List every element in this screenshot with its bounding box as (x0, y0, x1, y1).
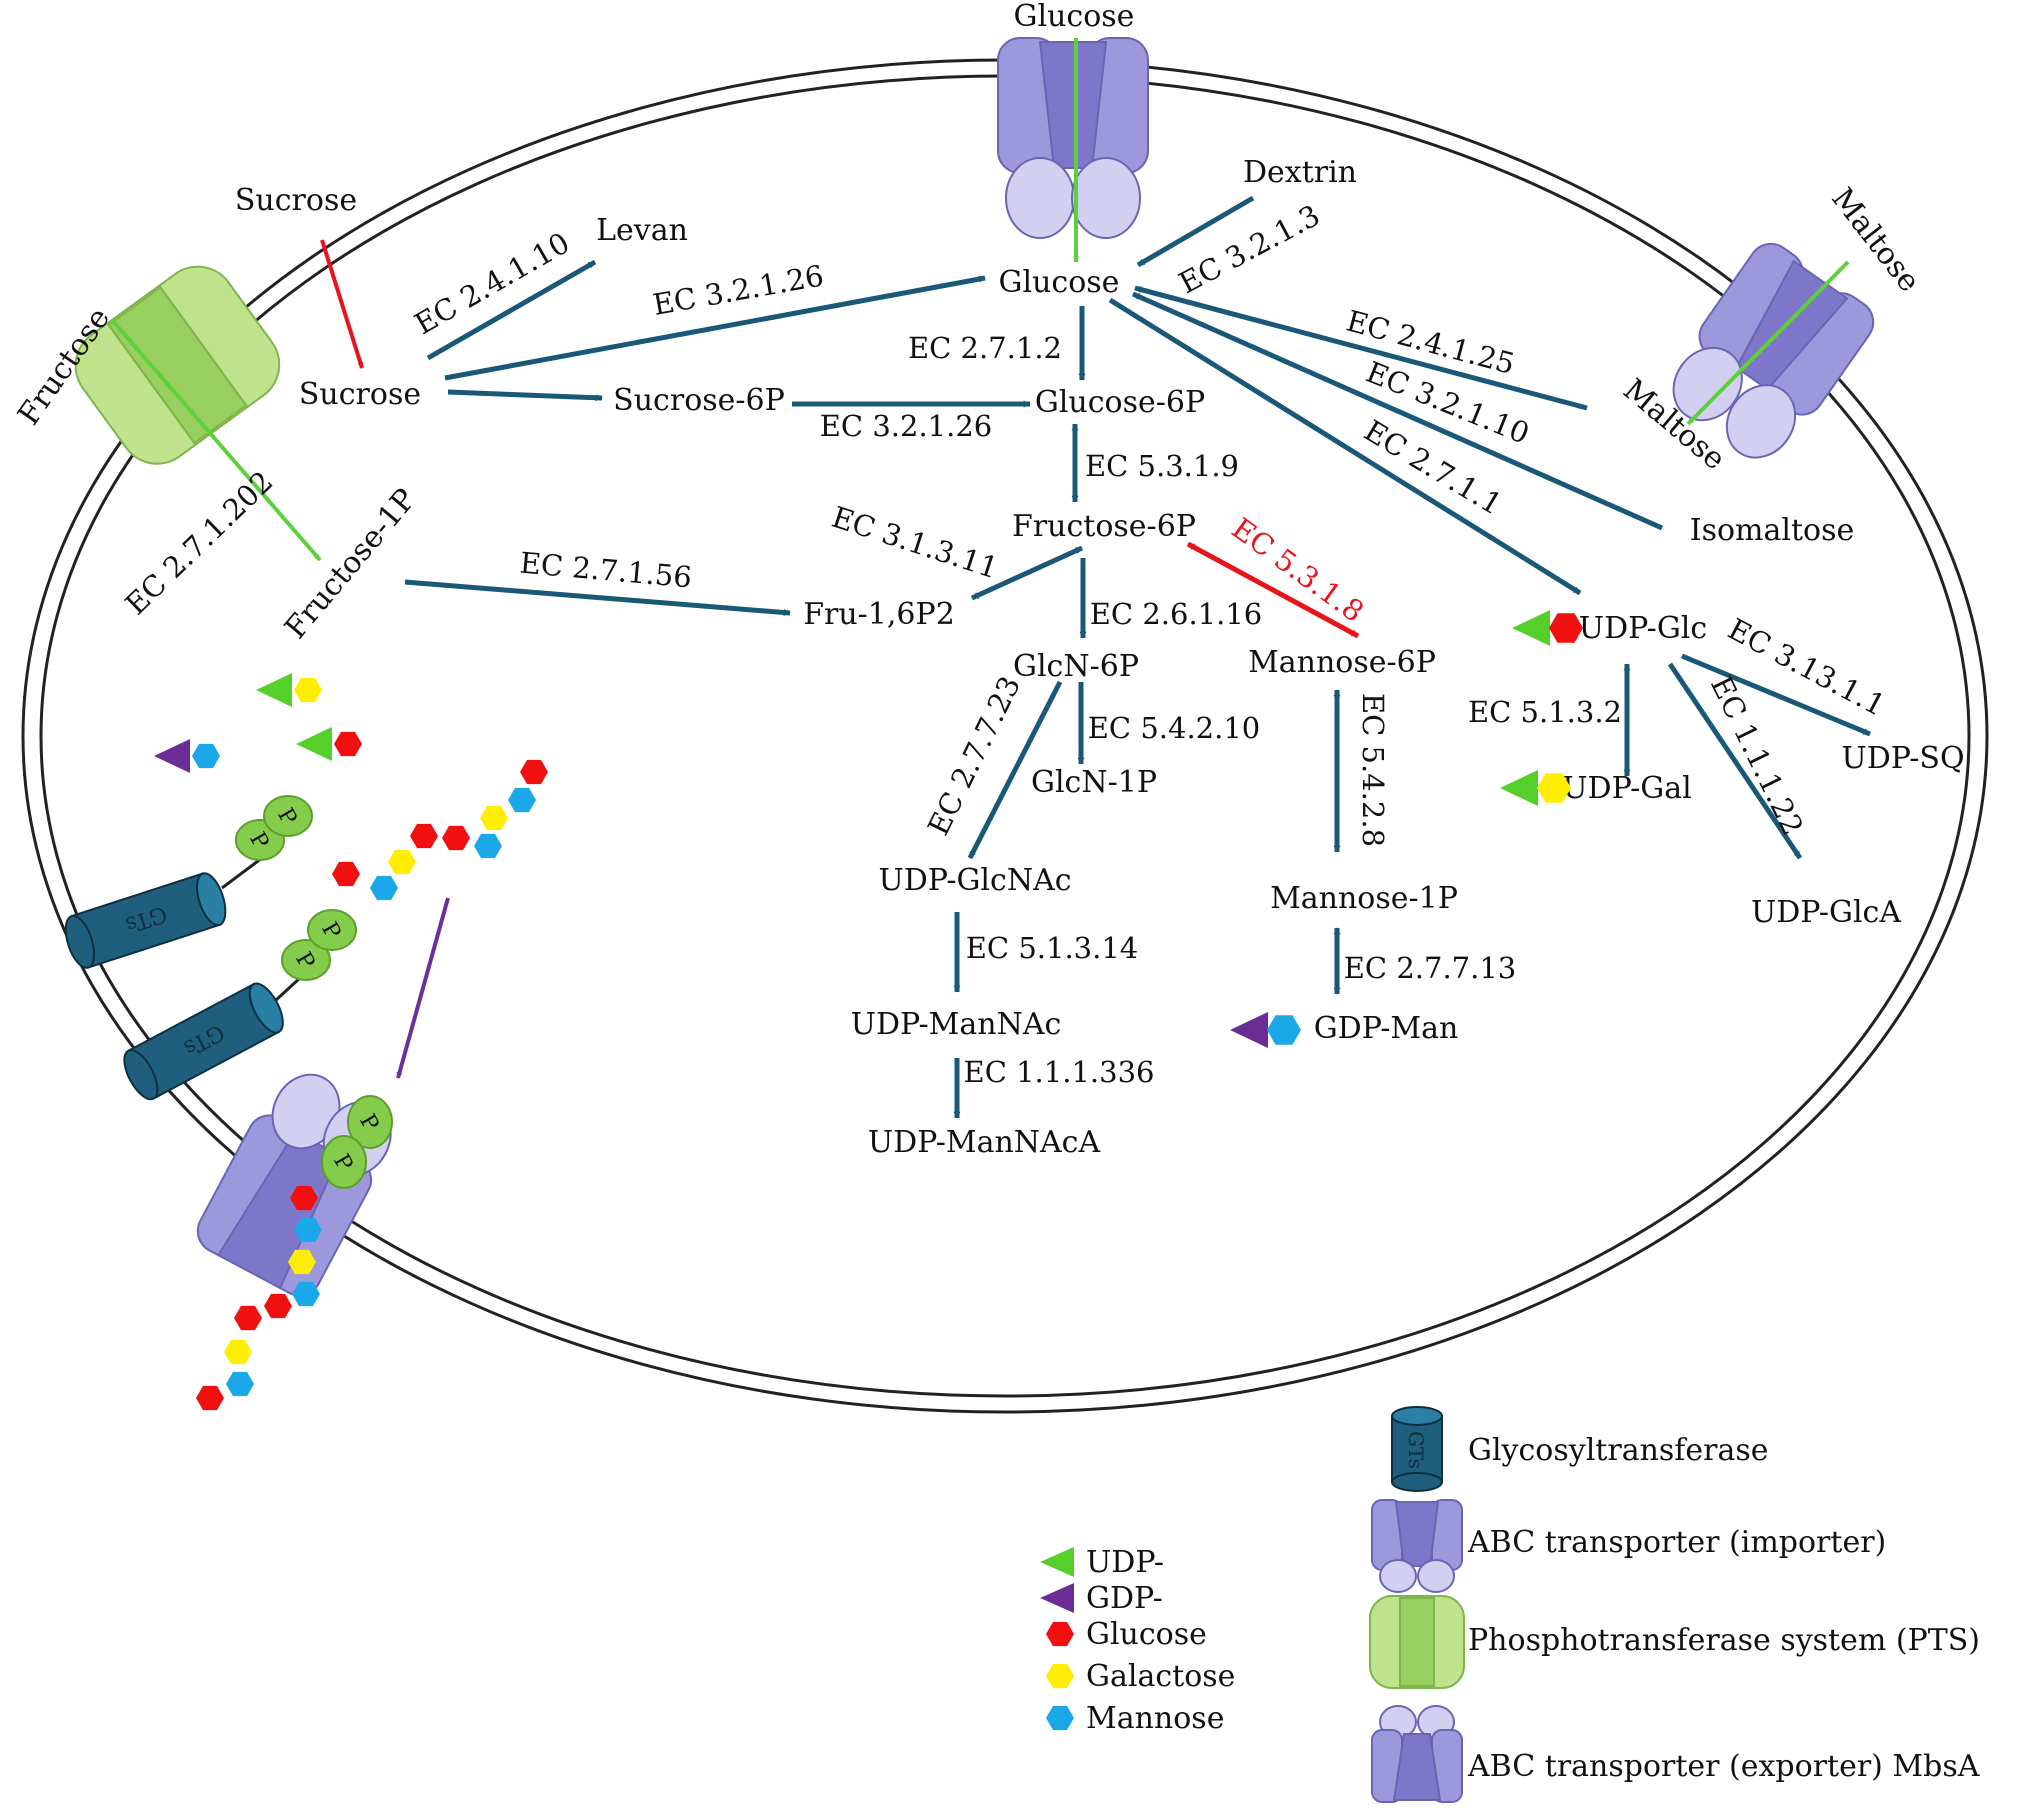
ec-5-1-3-14: EC 5.1.3.14 (966, 931, 1139, 965)
label-maltose-outside: Maltose (1824, 182, 1926, 299)
arrow-sucrose-levan (426, 259, 597, 361)
arrow-udpglc-udpglca (1667, 662, 1803, 860)
legend-udp: UDP- (1086, 1545, 1164, 1580)
label-mannose-6p: Mannose-6P (1248, 645, 1436, 680)
ec-3-2-1-3: EC 3.2.1.3 (1173, 198, 1325, 300)
abc-importer-glucose-icon (997, 37, 1149, 239)
label-levan: Levan (596, 213, 688, 248)
udp-glucose-glyph (1512, 610, 1583, 646)
ec-5-4-2-10: EC 5.4.2.10 (1088, 711, 1261, 745)
arrow-fructose1p-fru16p2 (404, 579, 791, 616)
label-udp-glca: UDP-GlcA (1751, 895, 1901, 930)
legend-pts: Phosphotransferase system (PTS) (1468, 1623, 1980, 1658)
legend-abc-importer: ABC transporter (importer) (1467, 1525, 1886, 1560)
label-udp-sq: UDP-SQ (1841, 741, 1964, 776)
glycosyltransferase-lower: GTs P P (123, 759, 548, 1101)
abc-exporter-legend-icon (1371, 1705, 1463, 1803)
ec-2-7-1-56: EC 2.7.1.56 (518, 546, 693, 595)
free-gdp-mannose (154, 739, 220, 773)
gdp-legend-icon (1040, 1583, 1074, 1613)
arrow-glucose-udpglc (1108, 297, 1582, 596)
ec-3-1-3-11: EC 3.1.3.11 (828, 500, 1003, 586)
glucose-legend-icon (1046, 1621, 1074, 1647)
free-udp-galactose (256, 673, 322, 707)
ec-2-7-7-13: EC 2.7.7.13 (1344, 951, 1517, 985)
arrow-fructose6p-fru16p2 (970, 545, 1084, 601)
pts-legend-icon (1369, 1595, 1465, 1689)
ec-2-6-1-16: EC 2.6.1.16 (1090, 597, 1263, 631)
glycosyltransferase-legend-icon: GTs (1391, 1406, 1443, 1492)
label-fru-16p2: Fru-1,6P2 (803, 597, 955, 632)
legend-abc-exporter: ABC transporter (exporter) MbsA (1467, 1749, 1980, 1784)
ec-5-1-3-2: EC 5.1.3.2 (1468, 695, 1622, 729)
label-glcn-6p: GlcN-6P (1013, 649, 1139, 684)
legend-gdp: GDP- (1086, 1581, 1163, 1616)
glycosyltransferase-upper: GTs P P (64, 795, 313, 969)
maltose-import-arrow (1686, 260, 1850, 426)
label-udp-gal: UDP-Gal (1562, 771, 1691, 806)
phosphate-icon (321, 1135, 367, 1189)
mannose-legend-icon (1046, 1705, 1074, 1731)
legend-glucose: Glucose (1086, 1617, 1207, 1652)
arrow-glcn6p-udpglcnac (967, 680, 1063, 860)
label-fructose-6p: Fructose-6P (1012, 509, 1196, 544)
label-glucose-outside: Glucose (1014, 0, 1135, 34)
legend-galactose: Galactose (1086, 1659, 1235, 1694)
arrow-isomaltose-glucose (1131, 291, 1664, 531)
label-glcn-1p: GlcN-1P (1031, 765, 1157, 800)
abc-exporter-mbsa-icon: P P (196, 1073, 393, 1411)
legend-glycosyltransferase: Glycosyltransferase (1468, 1433, 1769, 1468)
label-sucrose-6p: Sucrose-6P (613, 383, 785, 418)
polysaccharide-chain (332, 759, 548, 901)
arrow-maltose-glucose (1134, 285, 1588, 411)
arrow-fructose6p-mannose6p (1186, 541, 1360, 639)
ec-1-1-1-336: EC 1.1.1.336 (964, 1055, 1155, 1089)
label-udp-glc: UDP-Glc (1579, 611, 1707, 646)
arrow-udpglc-udpsq (1681, 653, 1871, 737)
export-arrow (396, 897, 450, 1079)
legend-mannose: Mannose (1086, 1701, 1224, 1736)
gts-legend-label: GTs (1404, 1431, 1428, 1469)
arrow-dextrin-glucose (1136, 195, 1255, 268)
label-udp-mannaca: UDP-ManNAcA (868, 1125, 1101, 1160)
phosphate-icon (307, 909, 357, 951)
phosphate-icon (263, 795, 313, 837)
free-udp-glucose (296, 727, 362, 761)
label-mannose-1p: Mannose-1P (1270, 881, 1458, 916)
label-dextrin: Dextrin (1243, 155, 1357, 190)
protein-legend: GTs Glycosyltransferase ABC transporter … (1369, 1406, 1980, 1803)
sugar-legend: UDP- GDP- Glucose Galactose Mannose (1040, 1545, 1235, 1736)
label-glucose: Glucose (999, 265, 1120, 300)
gdp-mannose-glyph (1230, 1012, 1301, 1048)
abc-importer-legend-icon (1371, 1499, 1463, 1593)
ec-2-7-1-202: EC 2.7.1.202 (119, 464, 280, 621)
label-glucose-6p: Glucose-6P (1035, 385, 1205, 420)
udp-galactose-glyph (1500, 770, 1571, 806)
arrow-sucrose-sucrose6p (447, 389, 603, 402)
label-udp-mannac: UDP-ManNAc (851, 1007, 1062, 1042)
arrow-sucrose-glucose (444, 275, 986, 381)
phosphate-icon (347, 1095, 393, 1149)
ec-2-7-7-23: EC 2.7.7.23 (921, 671, 1027, 841)
galactose-legend-icon (1046, 1663, 1074, 1689)
ec-5-3-1-9: EC 5.3.1.9 (1085, 449, 1239, 483)
label-fructose-1p: Fructose-1P (278, 482, 423, 645)
label-isomaltose: Isomaltose (1690, 513, 1855, 548)
pts-fructose-icon (74, 265, 281, 465)
fructose-import-arrow (110, 318, 322, 562)
phosphate-icon (281, 939, 331, 981)
label-sucrose: Sucrose (299, 377, 421, 412)
ec-5-4-2-8: EC 5.4.2.8 (1356, 693, 1390, 847)
label-sucrose-outside: Sucrose (235, 183, 357, 218)
ec-1-1-1-22: EC 1.1.1.22 (1704, 671, 1810, 841)
sucrose-import-arrow (320, 239, 364, 369)
ec-2-7-1-2: EC 2.7.1.2 (908, 331, 1062, 365)
label-gdp-man: GDP-Man (1314, 1011, 1459, 1046)
label-udp-glcnac: UDP-GlcNAc (878, 863, 1071, 898)
udp-legend-icon (1040, 1547, 1074, 1577)
ec-3-2-1-26-b: EC 3.2.1.26 (820, 409, 993, 443)
